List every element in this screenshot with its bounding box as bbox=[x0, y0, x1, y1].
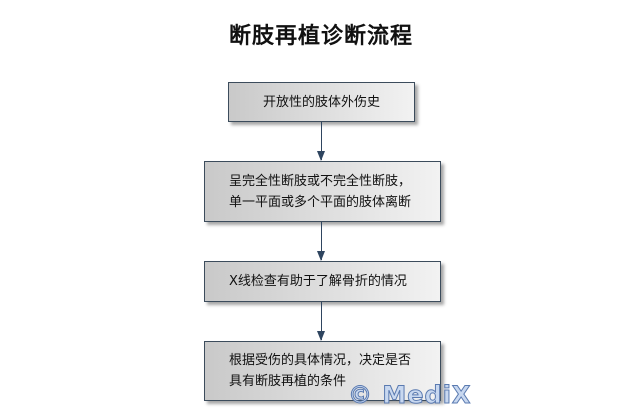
step-2-line-2: 单一平面或多个平面的肢体离断 bbox=[229, 194, 412, 210]
step-3-text: X线检查有助于了解骨折的情况 bbox=[229, 274, 407, 289]
arrow-2-3 bbox=[317, 222, 325, 261]
step-4-box: 根据受伤的具体情况，决定是否具有断肢再植的条件 bbox=[204, 341, 441, 401]
arrow-1-2 bbox=[317, 122, 325, 161]
arrow-3-4 bbox=[317, 302, 325, 341]
step-2-box: 呈完全性断肢或不完全性断肢， 单一平面或多个平面的肢体离断 bbox=[204, 161, 441, 222]
step-2-line-1: 呈完全性断肢或不完全性断肢， bbox=[229, 173, 412, 189]
watermark: © MediX bbox=[347, 381, 472, 409]
step-1-box: 开放性的肢体外伤史 bbox=[228, 82, 415, 122]
step-4-line-1: 根据受伤的具体情况，决定是否 bbox=[229, 353, 412, 368]
step-4-line-2: 具有断肢再植的条件 bbox=[229, 374, 347, 389]
diagram-title: 断肢再植诊断流程 bbox=[228, 24, 413, 49]
step-3-box: X线检查有助于了解骨折的情况 bbox=[204, 261, 441, 302]
step-1-text: 开放性的肢体外伤史 bbox=[262, 94, 380, 110]
